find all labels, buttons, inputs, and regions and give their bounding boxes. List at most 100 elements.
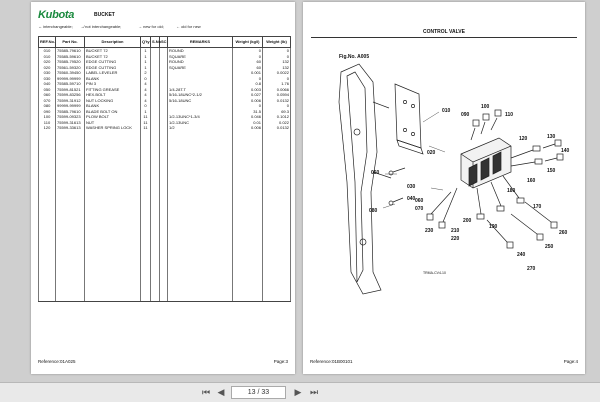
callout-100: 100 — [481, 104, 490, 110]
cell-weight-lb: 132 — [262, 59, 291, 65]
legend-interchangeable: ↔ interchangeable; — [38, 24, 73, 29]
cell-weight-lb: 0 — [262, 103, 291, 109]
cell-weight-lb: 0.022 — [262, 119, 291, 125]
empty-cell — [159, 130, 168, 302]
page-left: Kubota BUCKET ↔ interchangeable; ↛ not i… — [31, 2, 295, 374]
callout-200: 200 — [463, 218, 472, 224]
cell-part: 75599-83256 — [55, 92, 85, 98]
parts-table: REF.No. Part No. Description Q'ty S.No S… — [38, 36, 291, 302]
table-header-row: REF.No. Part No. Description Q'ty S.No S… — [38, 36, 291, 48]
cell-part: 75585-79610 — [55, 47, 85, 54]
title-rule — [311, 37, 577, 38]
empty-cell — [140, 130, 151, 302]
cell-weight-lb: 1.76 — [262, 81, 291, 87]
cell-weight-lb: 0.1012 — [262, 114, 291, 120]
callout-250: 250 — [545, 244, 554, 250]
col-weight-kg: Weight (kg/l) — [232, 36, 263, 48]
cell-weight-lb: 0.0132 — [262, 125, 291, 131]
callout-270: 270 — [527, 266, 536, 272]
last-page-icon[interactable]: ⏭ — [309, 387, 319, 397]
callout-080: 080 — [369, 208, 378, 214]
drawing-code: TRMA-CV4-10 — [423, 271, 446, 275]
cell-weight-lb: 0.0022 — [262, 70, 291, 76]
callout-130: 130 — [547, 134, 556, 140]
page-right: CONTROL VALVE — [303, 2, 585, 374]
col-qty: Q'ty — [140, 36, 151, 48]
empty-cell — [262, 130, 291, 302]
empty-cell — [167, 130, 233, 302]
empty-cell — [150, 130, 160, 302]
cell-part: 75560-39450 — [55, 70, 85, 76]
col-sc: SC — [159, 36, 168, 48]
callout-240: 240 — [517, 252, 526, 258]
cell-weight-lb: 0 — [262, 53, 291, 59]
col-desc: Description — [84, 36, 141, 48]
callout-160: 160 — [527, 178, 536, 184]
callout-050: 050 — [371, 170, 380, 176]
cell-part: 99999-99999 — [55, 103, 85, 109]
callout-220: 220 — [451, 236, 460, 242]
callout-040: 040 — [407, 196, 416, 202]
table-empty-space — [38, 130, 291, 302]
col-sno: S.No — [150, 36, 161, 48]
footer-page: Page:4 — [563, 359, 578, 364]
cell-weight-lb: 0.0132 — [262, 97, 291, 103]
document-viewer: Kubota BUCKET ↔ interchangeable; ↛ not i… — [31, 2, 585, 374]
cell-part: 75585-79520 — [55, 59, 85, 65]
col-remarks: REMARKS — [167, 36, 233, 48]
section-title: BUCKET — [94, 12, 115, 18]
interchange-legend: ↔ interchangeable; ↛ not interchangeable… — [38, 24, 288, 32]
callout-190: 190 — [489, 224, 498, 230]
callout-060: 060 — [415, 198, 424, 204]
callout-070: 070 — [415, 206, 424, 212]
empty-cell — [232, 130, 263, 302]
cell-part: 75599-09323 — [55, 114, 85, 120]
cell-weight-lb: 0.0594 — [262, 92, 291, 98]
callout-230: 230 — [425, 228, 434, 234]
footer-page: Page:3 — [273, 359, 288, 364]
empty-cell — [55, 130, 85, 302]
empty-cell — [84, 130, 141, 302]
callout-010: 010 — [442, 108, 451, 114]
page-indicator[interactable]: 13 / 33 — [231, 386, 286, 399]
callout-180: 180 — [507, 188, 516, 194]
callout-260: 260 — [559, 230, 568, 236]
pager-toolbar: ⏮ ◀ 13 / 33 ▶ ⏭ — [0, 382, 600, 402]
callout-150: 150 — [547, 168, 556, 174]
fig-number: Fig.No. A005 — [339, 54, 369, 60]
legend-not-interchangeable: ↛ not interchangeable; — [80, 24, 122, 29]
cell-part: 75599-33613 — [55, 125, 85, 131]
exploded-parts-diagram: Fig.No. A005 010 020 030 040 050 060 070… — [338, 54, 570, 295]
col-part: Part No. — [55, 36, 85, 48]
next-page-icon[interactable]: ▶ — [294, 387, 302, 397]
callout-170: 170 — [533, 204, 542, 210]
callout-140: 140 — [561, 148, 570, 154]
footer-reference: Reference:01A025 — [38, 359, 76, 364]
cell-weight-lb: 132 — [262, 64, 291, 70]
col-ref: REF.No. — [38, 36, 56, 48]
section-title: CONTROL VALVE — [423, 29, 465, 35]
callout-030: 030 — [407, 184, 416, 190]
cell-part: 75585-59710 — [55, 81, 85, 87]
cell-weight-lb: 69.3 — [262, 108, 291, 114]
prev-page-icon[interactable]: ◀ — [217, 387, 225, 397]
callout-090: 090 — [461, 112, 470, 118]
kubota-logo: Kubota — [38, 9, 75, 21]
callout-120: 120 — [519, 136, 528, 142]
callout-210: 210 — [451, 228, 460, 234]
first-page-icon[interactable]: ⏮ — [201, 387, 211, 397]
callout-110: 110 — [505, 112, 513, 118]
